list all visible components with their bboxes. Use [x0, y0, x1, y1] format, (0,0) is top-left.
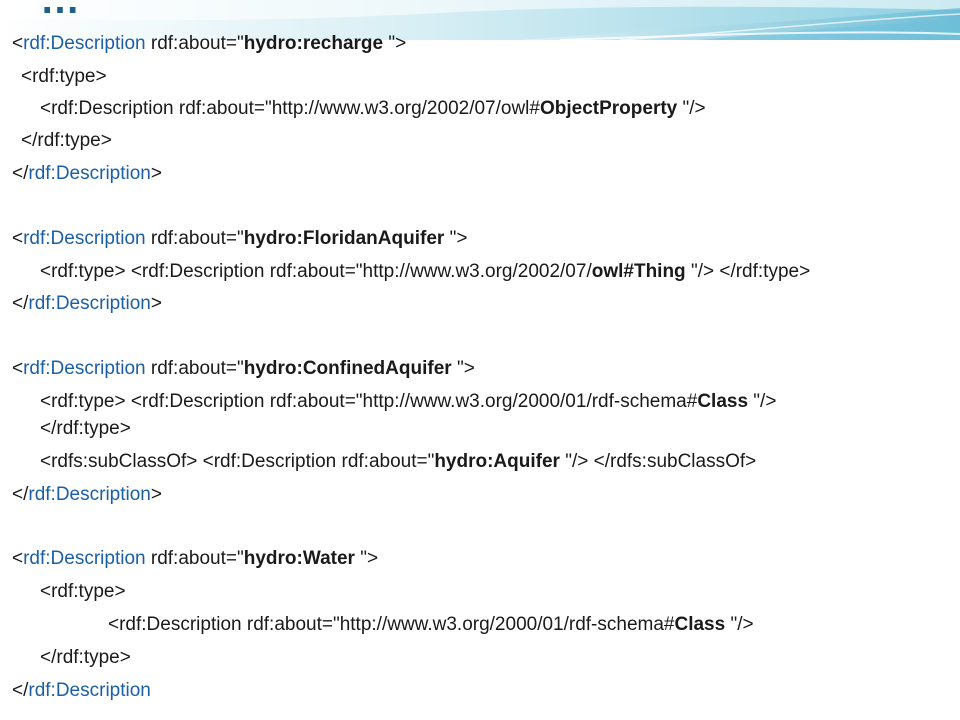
code-line: </rdf:Description — [12, 680, 151, 702]
code-text: rdf:about=" — [145, 33, 244, 54]
code-text: < — [12, 358, 24, 379]
code-text: </ — [12, 293, 29, 314]
code-text: </ — [12, 163, 29, 184]
code-line: <rdf:Description rdf:about="hydro:rechar… — [12, 33, 406, 55]
code-text: < — [12, 33, 24, 54]
resource-name: hydro:FloridanAquifer — [243, 228, 445, 249]
resource-name: hydro:ConfinedAquifer — [243, 358, 452, 379]
code-text: < — [12, 548, 24, 569]
code-text: "> — [383, 33, 407, 54]
code-line: <rdf:type> <rdf:Description rdf:about="h… — [40, 261, 810, 283]
code-text: "/> </rdf:type> — [685, 261, 811, 282]
code-line: </rdf:Description> — [12, 484, 162, 506]
code-text: rdf:about=" — [145, 358, 244, 379]
code-text: "/> — [748, 391, 777, 412]
code-line: <rdf:type> — [21, 66, 107, 88]
code-text: rdf:about=" — [145, 228, 244, 249]
slide-title: … — [40, 0, 82, 22]
header-wave-decoration — [0, 0, 960, 40]
element-name: rdf:Description — [23, 228, 146, 249]
code-text: "/> — [725, 614, 754, 635]
element-name: rdf:Description — [28, 484, 151, 505]
element-name: rdf:Description — [23, 33, 146, 54]
code-text: <rdf:Description rdf:about="http://www.w… — [40, 98, 540, 119]
code-text: "/> — [677, 98, 706, 119]
code-line: </rdf:Description> — [12, 163, 162, 185]
code-text: <rdf:type> <rdf:Description rdf:about="h… — [40, 391, 698, 412]
resource-name: Class — [697, 391, 749, 412]
code-text: "/> </rdfs:subClassOf> — [559, 451, 757, 472]
code-text: > — [150, 484, 162, 505]
element-name: rdf:Description — [23, 358, 146, 379]
code-text: rdf:about=" — [145, 548, 244, 569]
code-line: </rdf:type> — [40, 418, 131, 440]
code-line: <rdf:type> — [40, 581, 126, 603]
code-text: </ — [12, 484, 29, 505]
element-name: rdf:Description — [28, 163, 151, 184]
code-text: "> — [451, 358, 475, 379]
code-line: <rdfs:subClassOf> <rdf:Description rdf:a… — [40, 451, 756, 473]
code-line: </rdf:type> — [21, 130, 112, 152]
resource-name: owl#Thing — [591, 261, 686, 282]
code-line: <rdf:Description rdf:about="hydro:Florid… — [12, 228, 467, 250]
code-line: <rdf:type> <rdf:Description rdf:about="h… — [40, 391, 776, 413]
code-line: </rdf:type> — [40, 647, 131, 669]
code-line: <rdf:Description rdf:about="http://www.w… — [40, 98, 706, 120]
code-text: </ — [12, 680, 29, 701]
code-text: </rdf:type> — [40, 418, 131, 439]
code-text: <rdf:type> <rdf:Description rdf:about="h… — [40, 261, 592, 282]
code-text: <rdf:Description rdf:about="http://www.w… — [108, 614, 675, 635]
code-text: < — [12, 228, 24, 249]
resource-name: hydro:Water — [243, 548, 355, 569]
element-name: rdf:Description — [23, 548, 146, 569]
resource-name: ObjectProperty — [539, 98, 678, 119]
element-name: rdf:Description — [28, 293, 151, 314]
code-line: <rdf:Description rdf:about="http://www.w… — [108, 614, 754, 636]
resource-name: hydro:recharge — [243, 33, 384, 54]
resource-name: Class — [674, 614, 726, 635]
code-text: <rdf:type> — [21, 66, 107, 87]
element-name: rdf:Description — [28, 680, 151, 701]
code-text: </rdf:type> — [40, 647, 131, 668]
code-text: "> — [354, 548, 379, 569]
code-line: </rdf:Description> — [12, 293, 162, 315]
code-text: > — [150, 163, 162, 184]
resource-name: hydro:Aquifer — [434, 451, 560, 472]
code-text: <rdf:type> — [40, 581, 126, 602]
code-text: > — [150, 293, 162, 314]
code-line: <rdf:Description rdf:about="hydro:Water … — [12, 548, 378, 570]
code-text: "> — [444, 228, 468, 249]
code-line: <rdf:Description rdf:about="hydro:Confin… — [12, 358, 475, 380]
code-text: </rdf:type> — [21, 130, 112, 151]
code-text: <rdfs:subClassOf> <rdf:Description rdf:a… — [40, 451, 435, 472]
